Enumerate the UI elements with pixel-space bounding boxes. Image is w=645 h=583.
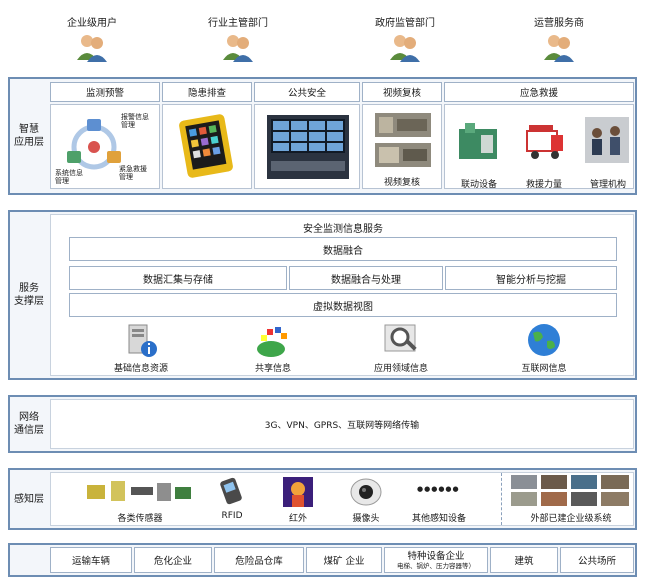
camera-icon [350, 478, 382, 506]
sensing-layer: 感知层 ●●●●●● 各类传感器 RFID 红外 摄像头 其他感知设备 外部已建… [8, 468, 637, 530]
public-safety-box [254, 104, 360, 189]
user-operator: 运营服务商 [524, 14, 594, 65]
cycle-right-label: 紧急救援 管理 [119, 165, 147, 181]
cycle-top-label: 报警信息 管理 [121, 113, 149, 129]
resource-internet: 互联网信息 [521, 364, 567, 374]
sensors-icon [87, 481, 191, 501]
data-storage-cell: 数据汇集与存储 [69, 266, 287, 290]
virtual-view-cell: 虚拟数据视图 [69, 293, 617, 317]
special-equipment-label: 特种设备企业 [407, 550, 465, 562]
user-label: 企业级用户 [67, 18, 117, 29]
infrared-image-icon [283, 477, 313, 507]
rescue-caption-force: 救援力量 [525, 180, 562, 190]
user-label: 运营服务商 [534, 18, 584, 29]
user-industry-dept: 行业主管部门 [203, 14, 273, 65]
user-gov-dept: 政府监管部门 [370, 14, 440, 65]
layer-label: 网络 通信层 [14, 412, 44, 436]
shared-info-icon [257, 327, 287, 357]
industry-hazchem: 危化企业 [134, 547, 212, 573]
service-content: 安全监测信息服务 数据融合 数据汇集与存储 数据融合与处理 智能分析与挖掘 虚拟… [50, 214, 634, 376]
more-devices-dots: ●●●●●● [417, 485, 460, 493]
industry-special-equipment: 特种设备企业 电梯、锅炉、压力容器等） [384, 547, 488, 573]
tab-hazard: 隐患排查 [162, 82, 252, 102]
layer-label: 感知层 [14, 493, 44, 505]
rfid-label: RFID [221, 511, 243, 521]
rescue-box: 联动设备 救援力量 管理机构 [444, 104, 634, 190]
users-icon [390, 35, 420, 62]
tablet-device-icon [179, 114, 233, 178]
divider [501, 473, 502, 525]
linked-equipment-icon [459, 123, 497, 159]
sensor-label: 各类传感器 [117, 514, 163, 524]
layer-label: 服务 支撑层 [14, 283, 44, 307]
rfid-reader-icon [220, 477, 242, 505]
cycle-left-label: 系统信息 管理 [55, 169, 83, 185]
video-thumbnails-icon [375, 113, 431, 167]
video-box: 视频复核 [362, 104, 442, 189]
users-icon [544, 35, 574, 62]
fire-truck-icon [526, 125, 563, 159]
cycle-diagram-icon [67, 119, 121, 170]
server-info-icon [128, 324, 157, 357]
tab-public-safety: 公共安全 [254, 82, 360, 102]
data-fusion-cell: 数据融合 [69, 237, 617, 261]
infrared-label: 红外 [288, 514, 307, 524]
external-systems-photos-icon [511, 475, 629, 506]
rescue-caption-equipment: 联动设备 [460, 180, 497, 190]
industry-warehouse: 危险品仓库 [214, 547, 304, 573]
resource-shared: 共享信息 [254, 364, 291, 374]
hazard-box [162, 104, 252, 189]
industry-transport: 运输车辆 [50, 547, 132, 573]
service-layer: 服务 支撑层 安全监测信息服务 数据融合 数据汇集与存储 数据融合与处理 智能分… [8, 210, 637, 380]
rescue-caption-agency: 管理机构 [589, 180, 626, 190]
network-text: 3G、VPN、GPRS、互联网等网络传输 [50, 399, 634, 449]
user-label: 行业主管部门 [208, 18, 268, 29]
management-office-icon [585, 117, 629, 163]
smart-app-layer: 智慧 应用层 监测预警 隐患排查 公共安全 视频复核 应急救援 报警信息 管理 … [8, 77, 637, 195]
tab-monitoring: 监测预警 [50, 82, 160, 102]
user-label: 政府监管部门 [375, 18, 435, 29]
tab-rescue: 应急救援 [444, 82, 634, 102]
layer-label: 智慧 应用层 [14, 124, 44, 148]
special-equipment-sub: 电梯、锅炉、压力容器等） [397, 561, 475, 570]
network-layer: 网络 通信层 3G、VPN、GPRS、互联网等网络传输 [8, 395, 637, 453]
users-icon [223, 35, 253, 62]
industry-public-places: 公共场所 [560, 547, 634, 573]
resource-basic: 基础信息资源 [113, 364, 168, 374]
industry-construction: 建筑 [490, 547, 558, 573]
industries-row: 运输车辆 危化企业 危险品仓库 煤矿 企业 特种设备企业 电梯、锅炉、压力容器等… [8, 543, 637, 577]
camera-label: 摄像头 [352, 514, 380, 524]
service-title: 安全监测信息服务 [303, 224, 383, 235]
tab-video: 视频复核 [362, 82, 442, 102]
data-processing-cell: 数据融合与处理 [289, 266, 443, 290]
sensing-content: ●●●●●● 各类传感器 RFID 红外 摄像头 其他感知设备 外部已建企业级系… [50, 472, 634, 526]
users-icon [77, 35, 107, 62]
external-systems-label: 外部已建企业级系统 [530, 514, 612, 524]
industry-coal: 煤矿 企业 [306, 547, 382, 573]
video-caption: 视频复核 [383, 178, 420, 188]
user-enterprise: 企业级用户 [57, 14, 127, 65]
globe-icon [528, 324, 560, 356]
magnifier-icon [384, 324, 417, 352]
control-room-image-icon [267, 115, 349, 179]
data-mining-cell: 智能分析与挖掘 [445, 266, 617, 290]
monitoring-box: 报警信息 管理 系统信息 管理 紧急救援 管理 [50, 104, 160, 189]
resource-domain: 应用领域信息 [373, 364, 428, 374]
other-devices-label: 其他感知设备 [411, 514, 466, 524]
